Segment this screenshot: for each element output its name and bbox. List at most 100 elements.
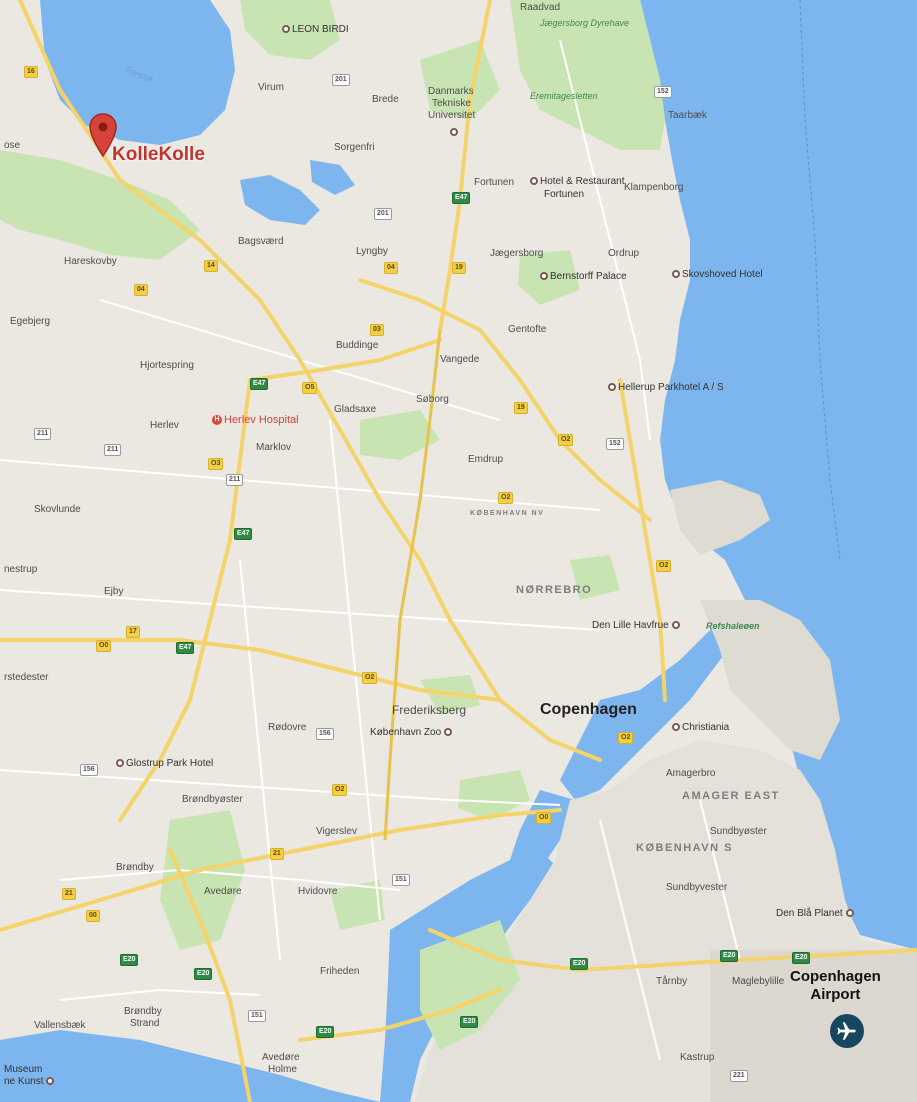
road-shield: O2 xyxy=(498,492,514,504)
poi-marker-icon xyxy=(671,621,680,630)
map-pin-icon[interactable] xyxy=(88,112,118,158)
place-klampenborg: Klampenborg xyxy=(624,182,684,193)
park-utterslev xyxy=(360,410,440,460)
road-shield: E20 xyxy=(720,950,739,962)
district-norrebro: NØRREBRO xyxy=(516,584,593,596)
district-amager-east: AMAGER EAST xyxy=(682,790,780,802)
lyngby-lake xyxy=(240,175,320,225)
poi-hotel-fortunen[interactable]: Hotel & Restaurant xyxy=(530,176,625,188)
south-bay xyxy=(0,1030,380,1102)
road-shield: E47 xyxy=(452,192,471,204)
road-shield: 14 xyxy=(204,260,218,272)
poi-museum-line2[interactable]: ne Kunst xyxy=(4,1076,56,1088)
place-hvidovre: Hvidovre xyxy=(298,886,338,897)
road-shield: O5 xyxy=(302,382,318,394)
place-brondbyoster: Brøndbyøster xyxy=(182,794,243,805)
poi-skovshoved-hotel[interactable]: Skovshoved Hotel xyxy=(672,269,763,281)
park-eremitage: Eremitagesletten xyxy=(530,91,598,101)
oresund-sea xyxy=(640,0,917,950)
poi-museum-line1[interactable]: Museum xyxy=(4,1064,43,1075)
place-brondby-strand-2: Strand xyxy=(130,1018,160,1029)
park-hvidovre xyxy=(330,880,385,930)
road-shield: O2 xyxy=(332,784,348,796)
place-gladsaxe: Gladsaxe xyxy=(334,404,377,415)
road-shield: 03 xyxy=(370,324,384,336)
bagsvaerd-lake xyxy=(310,160,355,195)
place-nestrup: nestrup xyxy=(4,564,38,575)
place-ejby: Ejby xyxy=(104,586,124,597)
park-vestvolden xyxy=(160,810,245,950)
poi-marker-icon xyxy=(443,728,452,737)
poi-marker-icon[interactable] xyxy=(450,128,458,136)
poi-bernstorff-palace[interactable]: Bernstorff Palace xyxy=(540,271,627,283)
poi-leon-birdi[interactable]: LEON BIRDI xyxy=(282,24,349,36)
airplane-icon[interactable] xyxy=(830,1014,864,1048)
road-shield: O0 xyxy=(96,640,112,652)
road-shield: 201 xyxy=(374,208,392,220)
road-shield: O2 xyxy=(558,434,574,446)
road-shield: 211 xyxy=(34,428,52,440)
road-shield: 17 xyxy=(126,626,140,638)
poi-marker-icon xyxy=(845,909,854,918)
place-sorgenfri: Sorgenfri xyxy=(334,142,375,153)
place-skovlunde: Skovlunde xyxy=(34,504,81,515)
place-rodovre: Rødovre xyxy=(268,722,307,733)
road-shield: E47 xyxy=(234,528,253,540)
road-shield: E47 xyxy=(176,642,195,654)
place-buddinge: Buddinge xyxy=(336,340,379,351)
road-shield: E20 xyxy=(194,968,213,980)
harbour-channel xyxy=(560,600,745,800)
poi-marker-icon xyxy=(282,25,290,34)
place-avedore: Avedøre xyxy=(204,886,242,897)
district-kobenhavn-s: KØBENHAVN S xyxy=(636,842,733,854)
place-emdrup: Emdrup xyxy=(468,454,504,465)
poi-hotel-fortunen-line2: Fortunen xyxy=(544,189,585,200)
poi-marker-icon xyxy=(540,272,548,281)
airport-label[interactable]: Copenhagen Airport xyxy=(790,968,881,1004)
road-shield: 151 xyxy=(248,1010,266,1022)
park-bernstorff xyxy=(518,250,580,305)
place-lyngby: Lyngby xyxy=(356,246,388,257)
road-shield: 211 xyxy=(226,474,244,486)
place-hareskovby: Hareskovby xyxy=(64,256,117,267)
place-vigerslev: Vigerslev xyxy=(316,826,357,837)
sea-boundary xyxy=(799,0,841,561)
place-bagsvaerd: Bagsværd xyxy=(238,236,284,247)
airplane-glyph xyxy=(837,1022,856,1040)
poi-marker-icon xyxy=(672,723,680,732)
poi-den-lille-havfrue[interactable]: Den Lille Havfrue xyxy=(592,620,682,632)
road-shield: E20 xyxy=(120,954,139,966)
road-shield: 04 xyxy=(384,262,398,274)
park-jaegersborg-dyrehave: Jægersborg Dyrehave xyxy=(540,18,630,28)
road-shield: E20 xyxy=(460,1016,479,1028)
place-brondby: Brøndby xyxy=(116,862,154,873)
road-shield: E20 xyxy=(316,1026,335,1038)
poi-hellerup-parkhotel[interactable]: Hellerup Parkhotel A / S xyxy=(608,382,724,394)
poi-glostrup-park-hotel[interactable]: Glostrup Park Hotel xyxy=(116,758,213,770)
place-avedore-holme-1: Avedøre xyxy=(262,1052,300,1063)
poi-kobenhavn-zoo[interactable]: København Zoo xyxy=(370,727,454,739)
road-shield: 19 xyxy=(452,262,466,274)
city-copenhagen[interactable]: Copenhagen xyxy=(540,701,637,718)
place-tarnby: Tårnby xyxy=(656,976,688,987)
road-shield: 201 xyxy=(332,74,350,86)
poi-marker-icon xyxy=(530,177,538,186)
road-shield: O2 xyxy=(362,672,378,684)
forest-west xyxy=(0,150,200,260)
place-taarbaek: Taarbæk xyxy=(668,110,707,121)
place-ordrup: Ordrup xyxy=(608,248,640,259)
featured-place-label[interactable]: KolleKolle xyxy=(112,144,205,165)
place-avedore-holme-2: Holme xyxy=(268,1064,297,1075)
road-shield: 19 xyxy=(514,402,528,414)
nordhavn xyxy=(670,480,770,555)
road-shield: E47 xyxy=(250,378,269,390)
place-dtu-3: Universitet xyxy=(428,110,476,121)
place-brondby-strand-1: Brøndby xyxy=(124,1006,162,1017)
road-shield: 00 xyxy=(86,910,100,922)
poi-den-bla-planet[interactable]: Den Blå Planet xyxy=(776,908,856,920)
poi-christiania[interactable]: Christiania xyxy=(672,722,729,734)
